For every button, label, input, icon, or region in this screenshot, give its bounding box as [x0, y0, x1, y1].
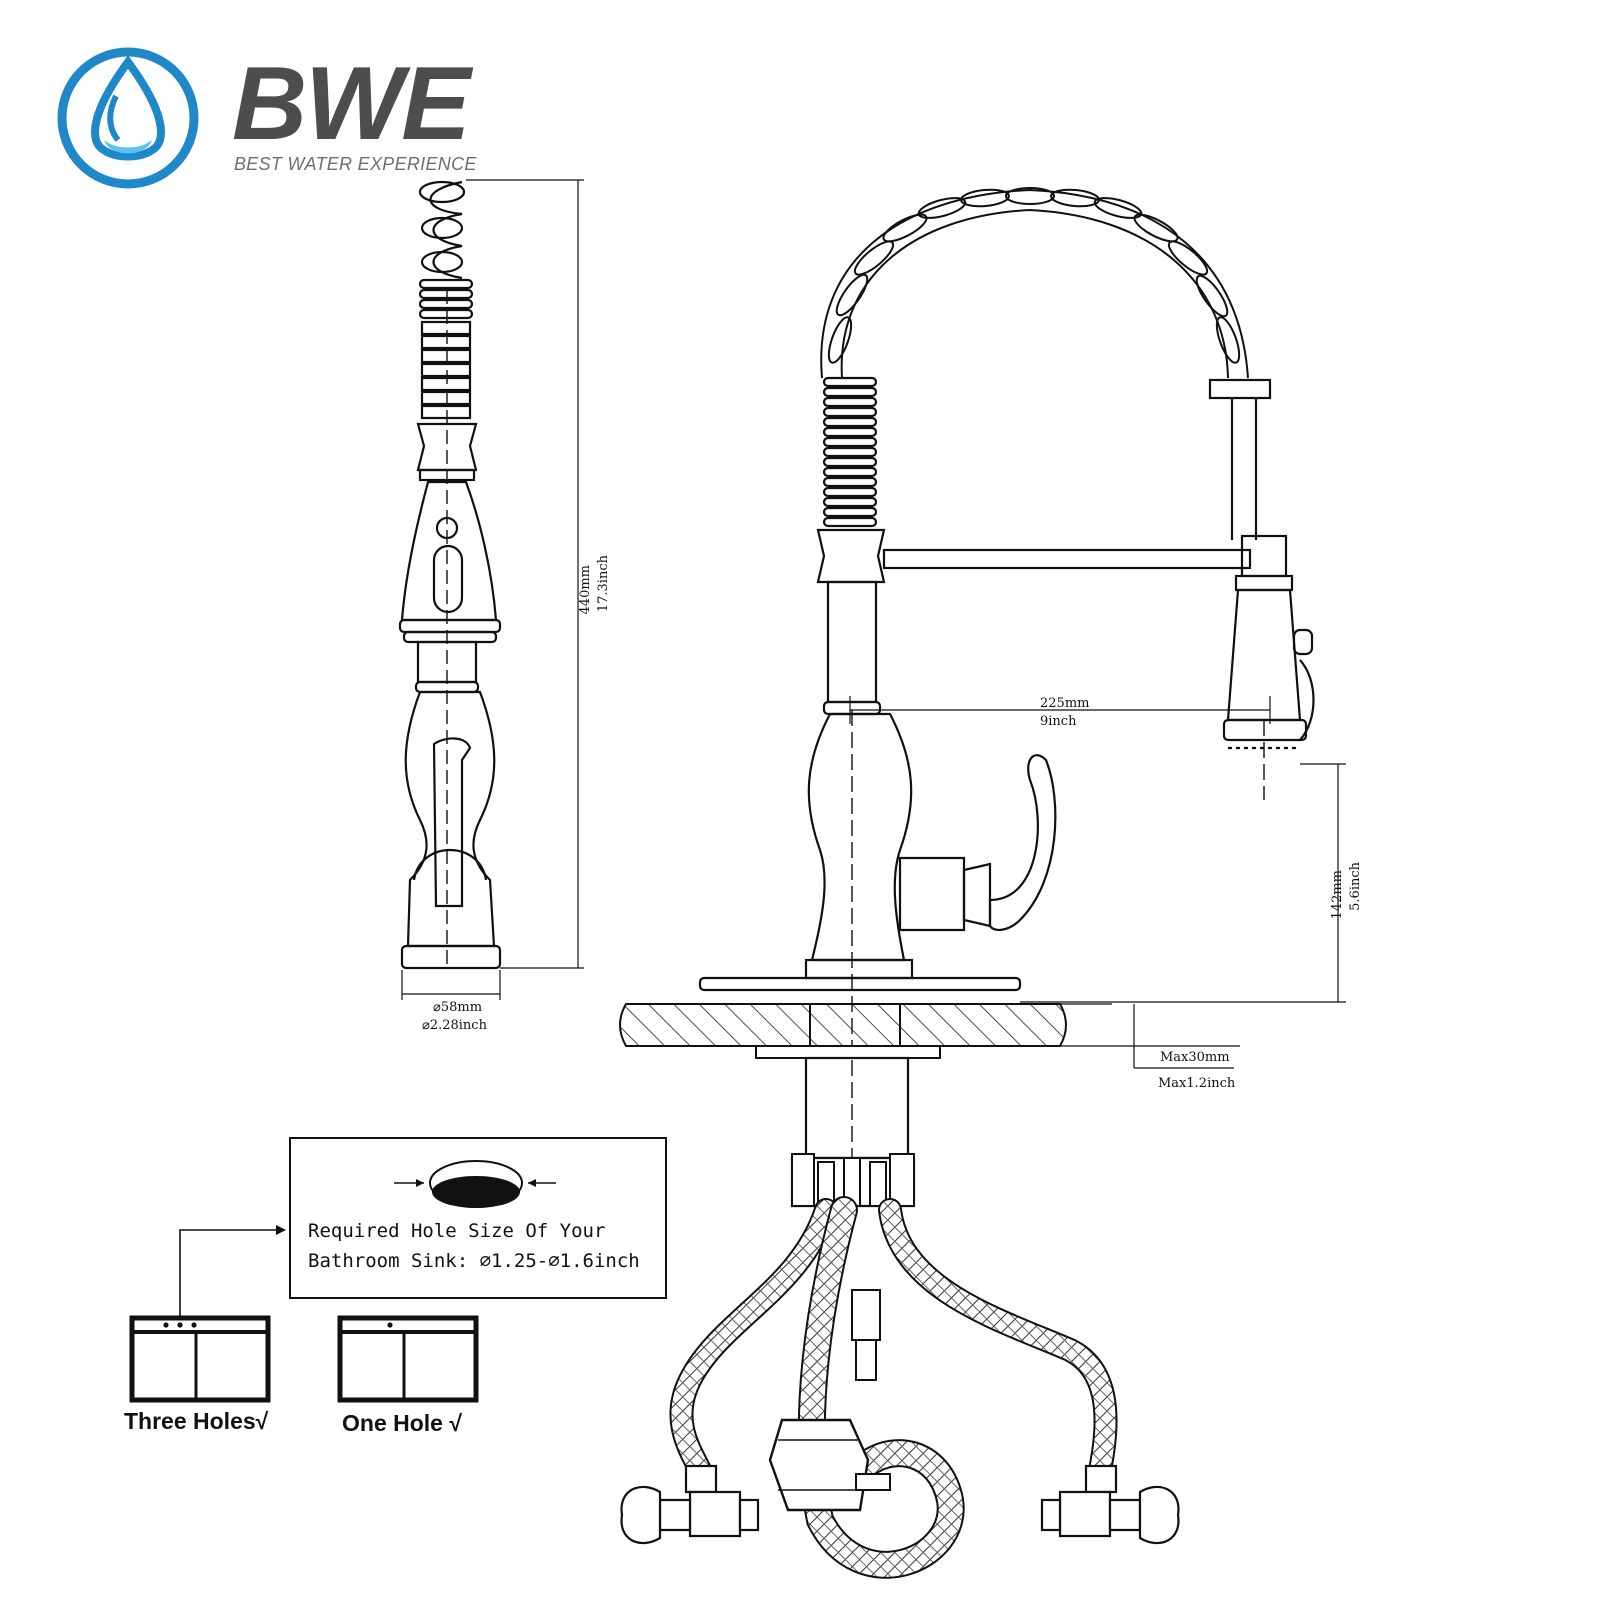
deck-thickness-in-label: Max1.2inch	[1158, 1076, 1236, 1091]
spout-reach-mm-label: 225mm	[1040, 696, 1090, 711]
three-holes-label: Three Holes√	[124, 1408, 269, 1434]
one-hole-label: One Hole √	[342, 1410, 462, 1436]
faucet-side-view	[398, 179, 584, 1000]
supply-hoses	[620, 1196, 1180, 1579]
one-hole-sink-icon	[337, 1315, 479, 1403]
countertop-section	[619, 1003, 1240, 1208]
hole-note-line-2: Bathroom Sink: ⌀1.25-⌀1.6inch	[308, 1250, 640, 1272]
spout-height-mm-label: 142mm	[1330, 870, 1345, 920]
hole-size-note-box	[179, 1137, 667, 1318]
spout-reach-in-label: 9inch	[1040, 714, 1077, 729]
total-height-in-label: 17.3inch	[596, 555, 611, 613]
base-diameter-mm-label: ⌀58mm	[433, 1000, 483, 1015]
bwe-logo-icon	[57, 47, 199, 189]
hole-note-line-1: Required Hole Size Of Your	[308, 1220, 606, 1242]
deck-thickness-mm-label: Max30mm	[1160, 1050, 1230, 1065]
total-height-mm-label: 440mm	[578, 565, 593, 615]
brand-name: BWE	[232, 46, 471, 162]
brand-tagline: BEST WATER EXPERIENCE	[234, 154, 477, 174]
faucet-front-view	[698, 187, 1346, 1200]
base-diameter-in-label: ⌀2.28inch	[422, 1018, 487, 1033]
spout-height-in-label: 5.6inch	[1348, 862, 1363, 911]
three-holes-sink-icon	[129, 1315, 271, 1403]
